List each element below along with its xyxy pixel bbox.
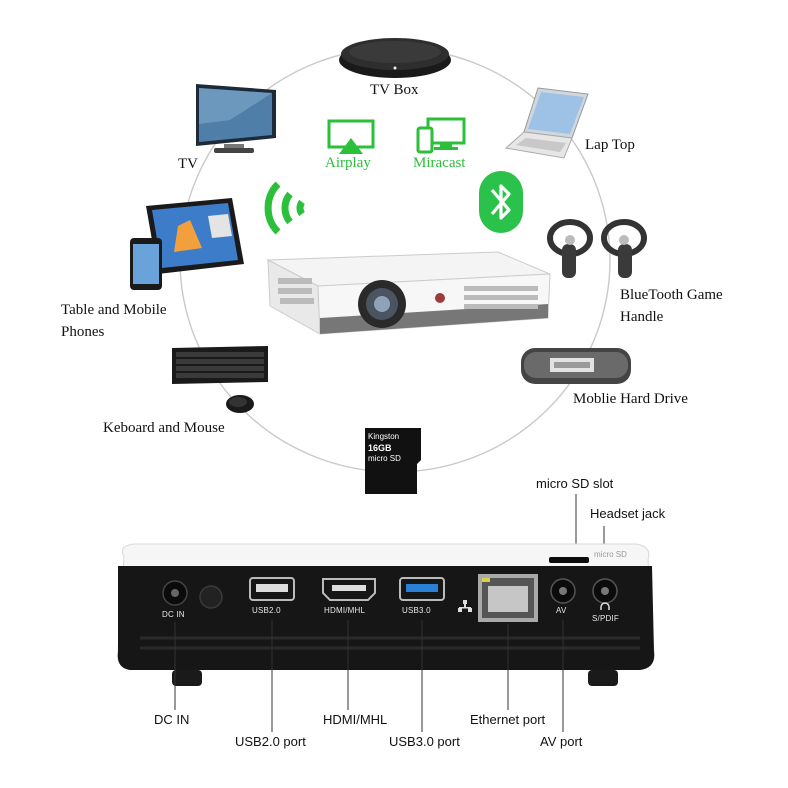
tablet-phone-image (130, 198, 244, 290)
usb3-port-label: USB3.0 (402, 606, 431, 615)
dc-in-callout: DC IN (154, 712, 190, 727)
game-controller-image (547, 219, 647, 278)
keyboard-mouse-label: Keboard and Mouse (103, 420, 225, 436)
av-port[interactable] (548, 576, 578, 606)
sd-capacity: 16GB (368, 443, 392, 453)
headphone-icon (600, 602, 610, 610)
tablet-phone-label-line1: Table and Mobile (61, 302, 167, 318)
hard-drive-label: Moblie Hard Drive (573, 391, 688, 407)
keyboard-mouse-image (172, 346, 268, 413)
micro-sd-card: Kingston 16GB micro SD (361, 426, 425, 496)
tablet-phone-label-line2: Phones (61, 324, 105, 340)
wifi-icon (264, 181, 306, 235)
ethernet-port-callout: Ethernet port (470, 712, 546, 727)
tv-box-image (339, 38, 451, 78)
tv-box-label: TV Box (370, 82, 419, 98)
headset-jack-callout: Headset jack (590, 506, 666, 521)
bottom-callout-lines (174, 620, 564, 732)
hdmi-port[interactable] (320, 574, 378, 602)
bluetooth-icon (479, 171, 523, 233)
laptop-image (504, 87, 589, 159)
tv-label: TV (178, 156, 198, 172)
micro-sd-slot-callout: micro SD slot (536, 476, 614, 491)
micro-sd-slot[interactable] (548, 556, 590, 564)
dc-in-port[interactable] (160, 578, 190, 608)
network-icon (458, 600, 472, 612)
miracast-label: Miracast (413, 155, 466, 171)
av-port-callout: AV port (540, 734, 583, 749)
airplay-label: Airplay (325, 155, 371, 171)
hard-drive-image (521, 348, 631, 384)
ethernet-port[interactable] (476, 572, 540, 624)
bt-handle-label-line2: Handle (620, 309, 664, 325)
sd-brand: Kingston (368, 432, 400, 441)
connectivity-diagram: TV Box TV Lap Top Airplay Miracast (61, 38, 723, 496)
micro-sd-slot-label: micro SD (594, 550, 627, 559)
miracast-icon (416, 117, 466, 154)
usb3-port-callout: USB3.0 port (389, 734, 460, 749)
tv-image (196, 84, 276, 153)
sd-type: micro SD (368, 454, 401, 463)
laptop-label: Lap Top (585, 137, 635, 153)
bt-handle-label-line1: BlueTooth Game (620, 287, 723, 303)
airplay-icon (327, 119, 375, 154)
usb3-port[interactable] (398, 574, 446, 602)
usb2-port[interactable] (248, 574, 296, 602)
dc-in-port-label: DC IN (162, 610, 185, 619)
projector-image (266, 251, 551, 335)
usb2-port-label: USB2.0 (252, 606, 281, 615)
spdif-port-label: S/PDIF (592, 614, 619, 623)
hdmi-port-label: HDMI/MHL (324, 606, 366, 615)
usb2-port-callout: USB2.0 port (235, 734, 306, 749)
power-button[interactable] (198, 584, 224, 610)
rear-panel-diagram: micro SD slot Headset jack DC IN USB2.0 … (0, 470, 788, 788)
hdmi-mhl-callout: HDMI/MHL (323, 712, 388, 727)
av-port-label: AV (556, 606, 567, 615)
